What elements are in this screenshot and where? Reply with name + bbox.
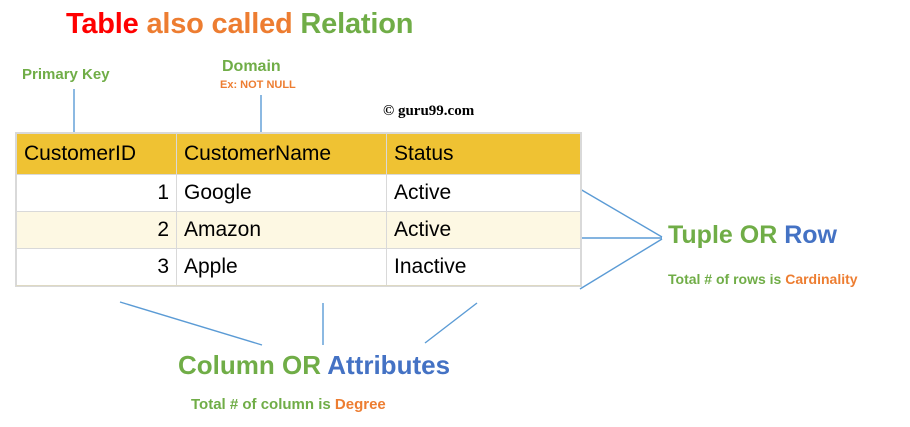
primary-key-label: Primary Key xyxy=(22,66,110,83)
table-row[interactable]: 2 Amazon Active xyxy=(16,211,581,249)
guru99-watermark: © guru99.com xyxy=(383,103,475,119)
title-word-relation: Relation xyxy=(300,8,414,40)
label-word-or-column: OR xyxy=(274,350,328,380)
leader-line-column-right xyxy=(424,302,478,344)
label-word-tuple: Tuple xyxy=(668,221,733,249)
cell-customername: Google xyxy=(176,174,387,212)
degree-note-prefix: Total # of column is xyxy=(191,396,335,413)
table-header: CustomerID CustomerName Status xyxy=(16,133,581,175)
cardinality-note: Total # of rows is Cardinality xyxy=(668,271,858,287)
title-word-table: Table xyxy=(66,8,139,40)
cell-status: Active xyxy=(386,211,581,249)
cell-status: Active xyxy=(386,174,581,212)
cardinality-note-word: Cardinality xyxy=(785,271,858,287)
label-word-or-tuple: OR xyxy=(732,221,785,249)
cell-customerid: 2 xyxy=(16,211,177,249)
cell-status: Inactive xyxy=(386,248,581,286)
cell-customername: Apple xyxy=(176,248,387,286)
table-body: 1 Google Active 2 Amazon Active 3 Apple … xyxy=(16,174,581,286)
page-title: Table also called Relation xyxy=(66,8,413,41)
relation-table: CustomerID CustomerName Status 1 Google … xyxy=(16,133,581,286)
leader-line-tuple-bottom xyxy=(579,238,663,290)
label-word-attributes: Attributes xyxy=(327,350,451,380)
column-header-customerid[interactable]: CustomerID xyxy=(16,133,177,175)
cell-customerid: 3 xyxy=(16,248,177,286)
column-attributes-label: Column OR Attributes xyxy=(178,350,450,381)
column-header-customername[interactable]: CustomerName xyxy=(176,133,387,175)
cardinality-note-prefix: Total # of rows is xyxy=(668,271,786,287)
table-header-row: CustomerID CustomerName Status xyxy=(16,133,581,175)
leader-line-tuple-top xyxy=(579,188,663,238)
title-word-alsocalled: also called xyxy=(146,8,293,40)
cell-customerid: 1 xyxy=(16,174,177,212)
domain-example-label: Ex: NOT NULL xyxy=(220,79,296,91)
label-word-column: Column xyxy=(178,350,275,380)
domain-label: Domain xyxy=(222,58,281,75)
label-word-row: Row xyxy=(784,221,837,249)
table-row[interactable]: 1 Google Active xyxy=(16,174,581,212)
tuple-row-label: Tuple OR Row xyxy=(668,221,837,250)
degree-note: Total # of column is Degree xyxy=(191,396,386,413)
leader-line-column-left xyxy=(119,301,263,346)
cell-customername: Amazon xyxy=(176,211,387,249)
table-row[interactable]: 3 Apple Inactive xyxy=(16,248,581,286)
degree-note-word: Degree xyxy=(334,396,386,413)
column-header-status[interactable]: Status xyxy=(386,133,581,175)
